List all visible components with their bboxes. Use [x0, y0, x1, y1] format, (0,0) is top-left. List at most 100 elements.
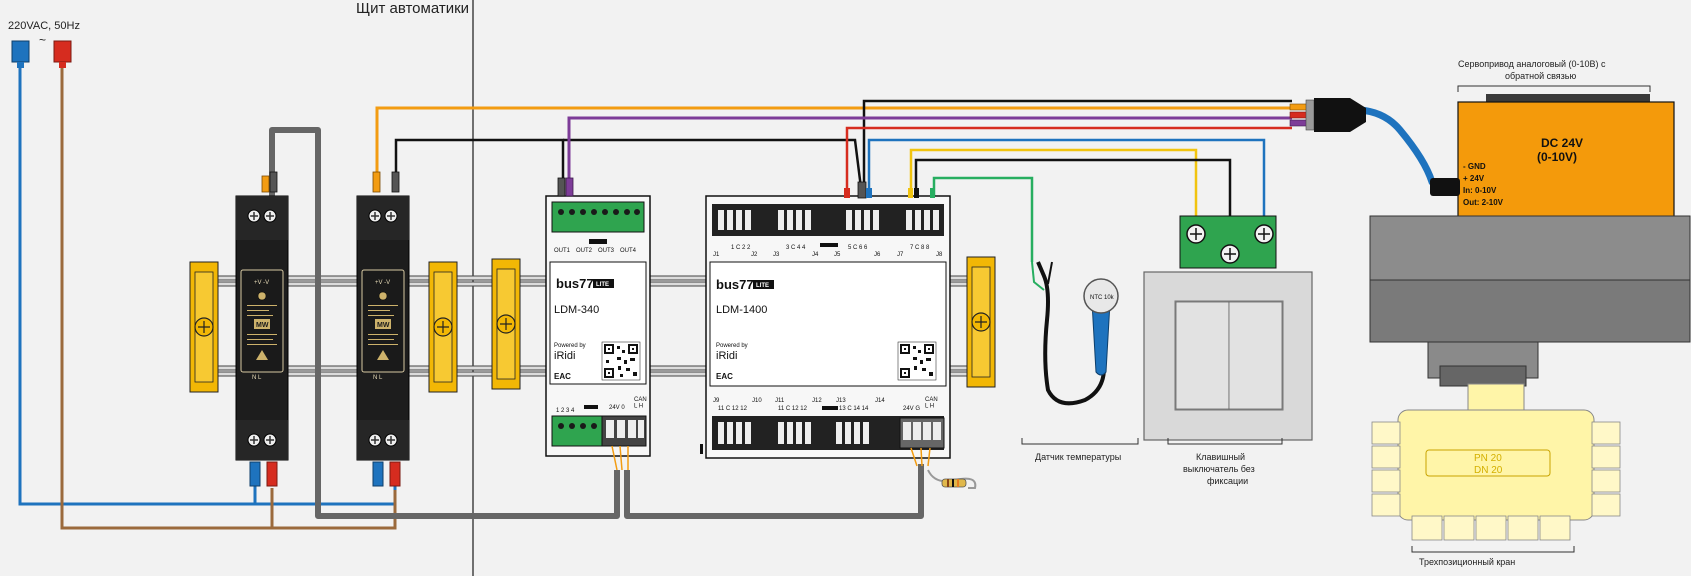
ldm1400-power-label: 24V G: [903, 406, 920, 412]
ldm340-inputs-label: 1 2 3 4: [556, 408, 575, 414]
ldm1400-model: LDM-1400: [716, 304, 767, 316]
actuator-spec-line-2: (0-10V): [1537, 150, 1577, 164]
ldm1400-brand: bus77: [716, 277, 754, 292]
ldm1400-port-j12: J12: [812, 398, 822, 404]
psu2-top-label: +V -V: [375, 280, 390, 286]
actuator-title-line-2: обратной связью: [1505, 71, 1576, 81]
psu2-output-ferrules: [372, 171, 400, 193]
switch-caption-line-3: фиксации: [1207, 476, 1248, 486]
ldm1400-port-j14: J14: [875, 398, 885, 404]
wire-black-common-1: [394, 138, 565, 190]
psu2-bottom-label: N L: [373, 375, 383, 381]
ldm340-cert: EAC: [554, 372, 571, 381]
ldm1400-port-j13: J13: [836, 398, 846, 404]
ldm1400-port-j7: J7: [897, 252, 904, 258]
valve-caption-bracket: [1411, 546, 1575, 553]
sensor-caption: Датчик температуры: [1035, 452, 1121, 462]
wire-black-actuator-gnd: [862, 99, 1292, 196]
ldm340-can-leads: [611, 445, 629, 471]
switch-caption-line-1: Клавишный: [1196, 452, 1245, 462]
wire-purple-output: [567, 116, 1292, 190]
ldm1400-cert: EAC: [716, 372, 733, 381]
ldm1400-bottom-pins-b: 11 C 12 12: [778, 406, 808, 412]
ac-symbol: ~: [39, 33, 46, 47]
actuator-pin-gnd: - GND: [1463, 162, 1486, 171]
servo-actuator: DC 24V (0-10V) - GND + 24V In: 0-10V Out…: [1430, 94, 1675, 219]
din-end-clip-3: [491, 258, 521, 390]
ldm1400-pins-4: 7 C 8 8: [910, 245, 930, 251]
wire-green-sensor: [932, 176, 1034, 262]
actuator-pin-24v: + 24V: [1463, 174, 1485, 183]
ldm340-out2: OUT2: [576, 248, 593, 254]
ldm1400-pins-1: 1 C 2 2: [731, 245, 751, 251]
actuator-pin-out: Out: 2-10V: [1463, 198, 1504, 207]
ldm340-model: LDM-340: [554, 304, 599, 316]
ldm-1400-module: 1 C 2 2 3 C 4 4 5 C 6 6 7 C 8 8 J1 J2 J3…: [700, 195, 951, 459]
ldm340-qr-code: [601, 341, 641, 381]
ldm1400-port-j5: J5: [834, 252, 841, 258]
valve-spec-line-2: DN 20: [1474, 465, 1503, 476]
line-terminal: [53, 40, 72, 68]
ldm1400-vendor: iRidi: [716, 350, 737, 362]
temperature-sensor: NTC 10k: [1083, 278, 1119, 376]
psu2-input-ferrule-blue: [372, 461, 384, 487]
ldm340-power-label: 24V 0: [609, 405, 625, 411]
switch-terminal-block: [1179, 215, 1277, 269]
wire-orange-control: [375, 106, 1292, 180]
wire-mains-line: [60, 68, 397, 530]
switch-caption-line-2: выключатель без: [1183, 464, 1255, 474]
sensor-caption-bracket: [1021, 438, 1139, 445]
wire-black-common-2: [563, 138, 864, 197]
ldm1400-port-j1: J1: [713, 252, 720, 258]
power-supply-2: +V -V MW N L: [356, 195, 410, 461]
three-way-valve: PN 20 DN 20: [1371, 383, 1621, 541]
ldm1400-port-j10: J10: [752, 398, 762, 404]
ldm1400-qr-code: [897, 341, 937, 381]
ldm1400-port-j9: J9: [713, 398, 720, 404]
ldm1400-badge: LITE: [756, 283, 769, 289]
wall-switch: [1143, 271, 1313, 441]
din-end-clip-1: [189, 261, 219, 393]
cabinet-title: Щит автоматики: [356, 0, 469, 17]
ldm340-out4: OUT4: [620, 248, 637, 254]
ldm1400-input-ferrules: [844, 181, 935, 199]
ldm1400-port-j8: J8: [936, 252, 943, 258]
psu2-input-ferrule-red: [389, 461, 401, 487]
ldm340-powered-by: Powered by: [554, 343, 586, 349]
ldm340-output-ferrules: [557, 177, 574, 197]
ldm340-out1: OUT1: [554, 248, 571, 254]
can-terminator-resistor: [941, 478, 967, 488]
ldm-340-module: OUT1 OUT2 OUT3 OUT4 bus77 LITE LDM-340 P…: [545, 195, 651, 457]
valve-caption: Трехпозиционный кран: [1419, 557, 1515, 567]
actuator-pin-in: In: 0-10V: [1463, 186, 1497, 195]
can-bus-cable: [269, 127, 924, 519]
ldm1400-pins-11: 11 C 12 12: [718, 406, 748, 412]
psu1-brand: MW: [256, 322, 269, 329]
wire-blue-switch: [867, 138, 1266, 216]
power-source-label: 220VAC, 50Hz: [8, 20, 80, 32]
switch-caption-bracket: [1167, 438, 1283, 445]
psu1-output-ferrules: [261, 171, 278, 193]
ldm1400-pins-13: 13 C 14 14: [839, 406, 869, 412]
ldm340-badge: LITE: [596, 282, 609, 288]
ldm1400-port-j11: J11: [775, 398, 785, 404]
ldm340-brand: bus77: [556, 276, 594, 291]
valve-spec-line-1: PN 20: [1474, 453, 1502, 464]
sensor-cable: [1036, 261, 1106, 406]
sensor-lead-right: [1047, 261, 1053, 285]
psu2-adjust-pot: [378, 291, 388, 301]
psu1-input-ferrule-red: [266, 461, 278, 487]
power-supply-1: +V -V MW N L: [235, 195, 289, 461]
psu1-input-ferrule-blue: [249, 461, 261, 487]
psu1-bottom-label: N L: [252, 375, 262, 381]
actuator-title-bracket: [1457, 85, 1651, 92]
sensor-lead-left: [1031, 261, 1045, 291]
sensor-badge: NTC 10k: [1090, 295, 1115, 301]
ldm1400-pins-3: 5 C 6 6: [848, 245, 868, 251]
actuator-connector: [1289, 98, 1366, 132]
wire-yellow-switch: [909, 148, 1198, 216]
ldm1400-port-j3: J3: [773, 252, 780, 258]
actuator-base: [1369, 215, 1691, 387]
